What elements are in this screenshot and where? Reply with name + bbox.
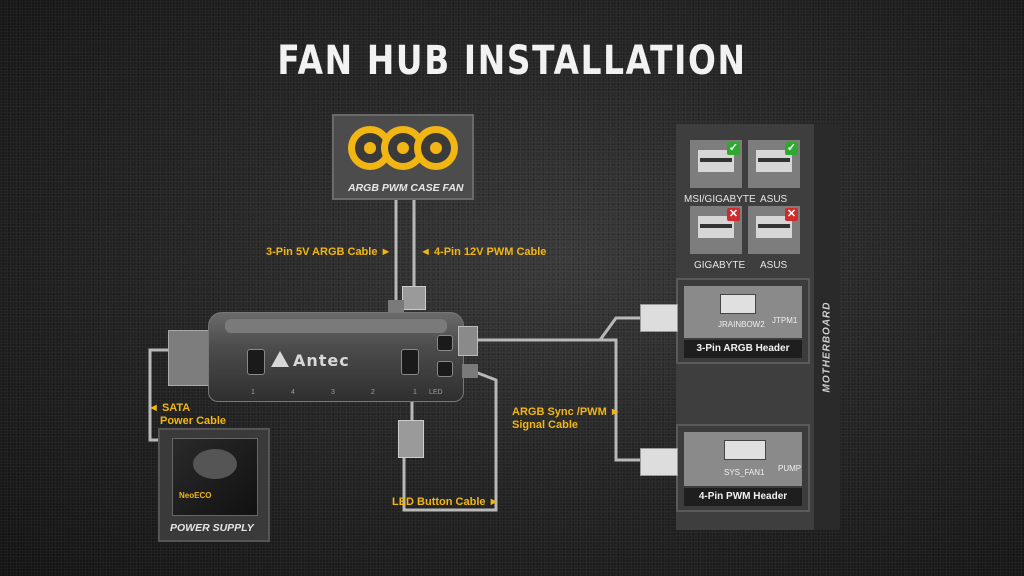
fan-icon	[414, 126, 458, 170]
psu-brand-badge: NeoECO	[179, 491, 212, 500]
pwm-header-plug	[640, 448, 678, 476]
sync-cable	[468, 316, 662, 342]
argb-header-photo: JRAINBOW2 JTPM1	[684, 286, 802, 338]
led-port-label: LED	[429, 389, 443, 396]
pwm-header-caption: 4-Pin PWM Header	[684, 488, 802, 506]
port-number: 4	[291, 389, 295, 396]
fan-caption: ARGB PWM CASE FAN	[348, 182, 464, 194]
psu-icon: NeoECO	[172, 438, 258, 516]
sync-connector	[458, 326, 478, 356]
compat-thumb-msi: ✓	[690, 140, 742, 188]
hub-port	[247, 349, 265, 375]
compat-thumb-asus: ✓	[748, 140, 800, 188]
motherboard-side-strip: MOTHERBOARD	[814, 124, 840, 530]
psu-panel: NeoECO POWER SUPPLY	[158, 428, 270, 542]
pwm-board-text-2: PUMP	[778, 464, 802, 473]
hub-brand: Antec	[293, 351, 350, 370]
argb-board-text-2: JTPM1	[772, 316, 798, 325]
pwm-header-photo: SYS_FAN1 PUMP	[684, 432, 802, 486]
port-number: 1	[251, 389, 255, 396]
fan-icon	[381, 126, 425, 170]
sata-connector	[168, 330, 212, 386]
fan-hub: Antec 1 4 3 2 1 LED	[208, 312, 464, 402]
psu-fan-grill	[193, 449, 237, 479]
page-title: FAN HUB INSTALLATION	[277, 38, 747, 84]
sata-label: ◄ SATA	[148, 402, 191, 414]
psu-caption: POWER SUPPLY	[170, 522, 254, 534]
sata-label-2: Power Cable	[160, 415, 227, 427]
check-icon: ✓	[727, 142, 740, 155]
compat-label: ASUS	[760, 260, 788, 271]
argb-cable-label: 3-Pin 5V ARGB Cable ►	[266, 246, 392, 258]
led-button-connector	[398, 420, 424, 458]
fan-box: ARGB PWM CASE FAN	[332, 114, 474, 200]
pwm-cable-label: ◄ 4-Pin 12V PWM Cable	[420, 246, 547, 258]
argb-fan-connector	[388, 300, 404, 314]
cross-icon: ✕	[785, 208, 798, 221]
hub-top-edge	[225, 319, 447, 333]
motherboard-label: MOTHERBOARD	[821, 301, 833, 393]
port-number: 3	[331, 389, 335, 396]
pwm-header-pins	[724, 440, 766, 460]
compat-thumb-asus-2: ✕	[748, 206, 800, 254]
sync-cable-pwm	[598, 338, 642, 462]
hub-port	[401, 349, 419, 375]
pwm-board-text: SYS_FAN1	[724, 468, 765, 477]
pwm-fan-connector	[402, 286, 426, 310]
argb-header-pins	[720, 294, 756, 314]
led-button-label: LED Button Cable ►	[392, 496, 500, 508]
pwm-header-box: SYS_FAN1 PUMP 4-Pin PWM Header	[676, 424, 810, 512]
port-number: 2	[371, 389, 375, 396]
argb-board-text: JRAINBOW2	[718, 320, 765, 329]
compat-label: ASUS	[760, 194, 788, 205]
check-icon: ✓	[785, 142, 798, 155]
led-connector	[462, 364, 478, 378]
compat-thumb-gigabyte: ✕	[690, 206, 742, 254]
brand-logo-icon	[271, 351, 289, 367]
compat-label: MSI/GIGABYTE	[684, 194, 756, 205]
port-number: 1	[413, 389, 417, 396]
argb-header-caption: 3-Pin ARGB Header	[684, 340, 802, 358]
led-button-cable-lower	[402, 368, 498, 512]
argb-header-box: JRAINBOW2 JTPM1 3-Pin ARGB Header	[676, 278, 810, 364]
sync-label: ARGB Sync /PWM ►	[512, 406, 621, 418]
compat-label: GIGABYTE	[694, 260, 746, 271]
cross-icon: ✕	[727, 208, 740, 221]
fan-icons	[348, 126, 458, 170]
hub-port	[437, 335, 453, 351]
fan-icon	[348, 126, 392, 170]
hub-port	[437, 361, 453, 377]
argb-header-plug	[640, 304, 678, 332]
sync-label-2: Signal Cable	[512, 419, 579, 431]
